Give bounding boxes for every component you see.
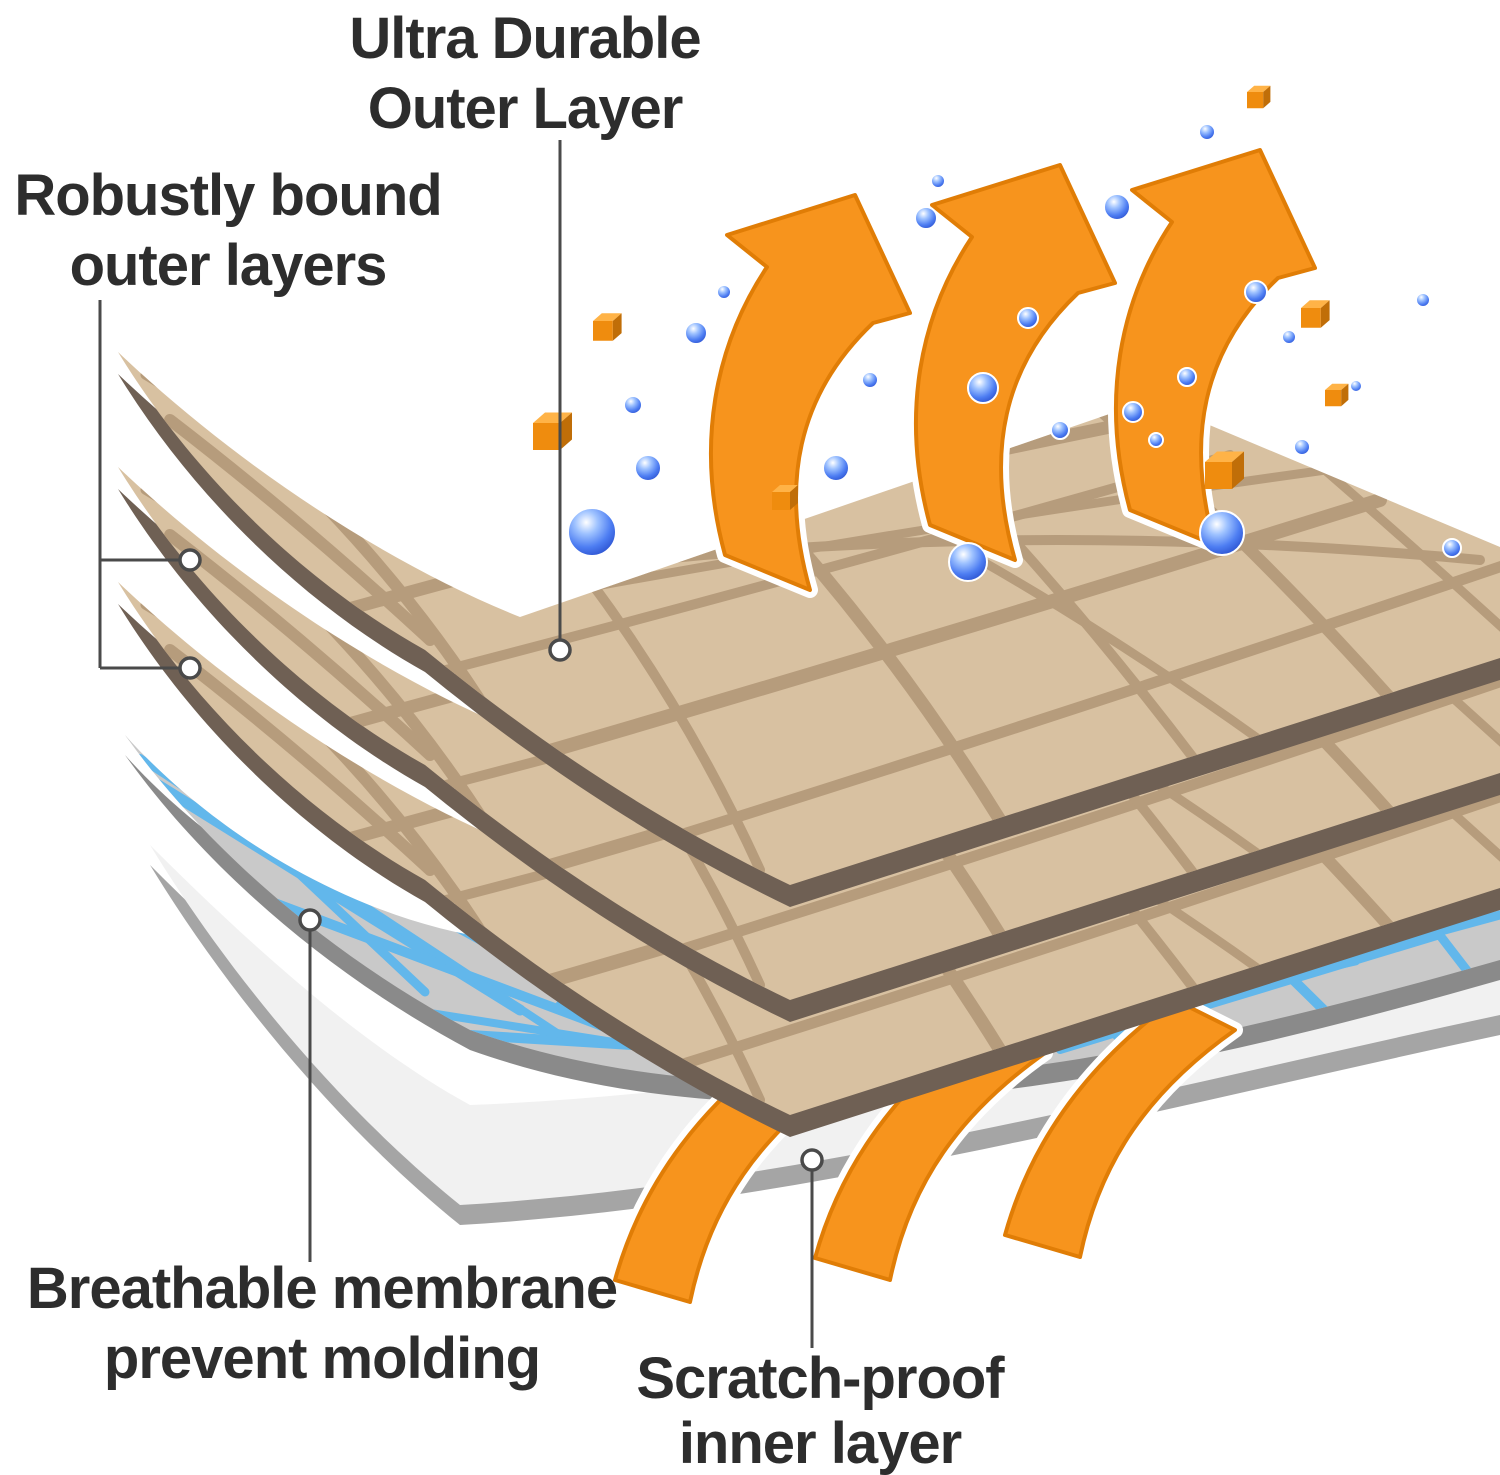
connector-dot-bound-2 [178,656,202,680]
vapor-bubble [1050,420,1070,440]
debris-cube [772,485,798,510]
label-bound-line2: outer layers [70,233,387,298]
vapor-bubble [634,454,662,482]
debris-cube [1247,85,1271,109]
vapor-bubble [1198,123,1216,141]
connector-dot-inner [800,1148,824,1172]
vapor-bubble [567,507,617,557]
debris-cube [593,313,622,341]
label-outer-line1: Ultra Durable [349,6,700,71]
label-outer-line2: Outer Layer [368,76,683,141]
vapor-bubble [1103,193,1131,221]
vapor-bubble [1415,292,1431,308]
debris-cube [1325,383,1349,407]
debris-cube [1205,451,1244,489]
vapor-bubble [822,454,850,482]
debris-cube [1301,300,1330,328]
vapor-bubble [1177,367,1197,387]
vapor-bubbles [567,123,1462,582]
vapor-bubble [914,206,938,230]
label-membrane-line2: prevent molding [104,1326,540,1391]
vapor-bubble [930,173,946,189]
annotations: Ultra Durable Outer Layer Robustly bound… [14,6,1006,1475]
vapor-bubble [684,321,708,345]
label-inner-line1: Scratch-proof [636,1346,1005,1411]
vapor-bubble [1349,379,1363,393]
label-inner-line2: inner layer [679,1411,962,1475]
vapor-bubble [1293,438,1311,456]
label-bound-line1: Robustly bound [14,163,441,228]
connector-dot-membrane [298,908,322,932]
vapor-bubble [623,395,643,415]
vapor-bubble [1281,329,1297,345]
vapor-bubble [1442,538,1462,558]
vapor-bubble [716,284,732,300]
vapor-bubble [1148,432,1164,448]
vapor-bubble [1122,401,1144,423]
vapor-bubble [967,372,999,404]
vapor-bubble [948,542,988,582]
debris-cube [533,412,572,450]
vapor-bubble [861,371,879,389]
connector-dot-outer [548,638,572,662]
vapor-bubble [1017,307,1039,329]
vapor-bubble [1244,280,1268,304]
label-membrane-line1: Breathable membrane [27,1256,617,1321]
connector-dot-bound-1 [178,548,202,572]
vapor-bubble [1199,510,1245,556]
